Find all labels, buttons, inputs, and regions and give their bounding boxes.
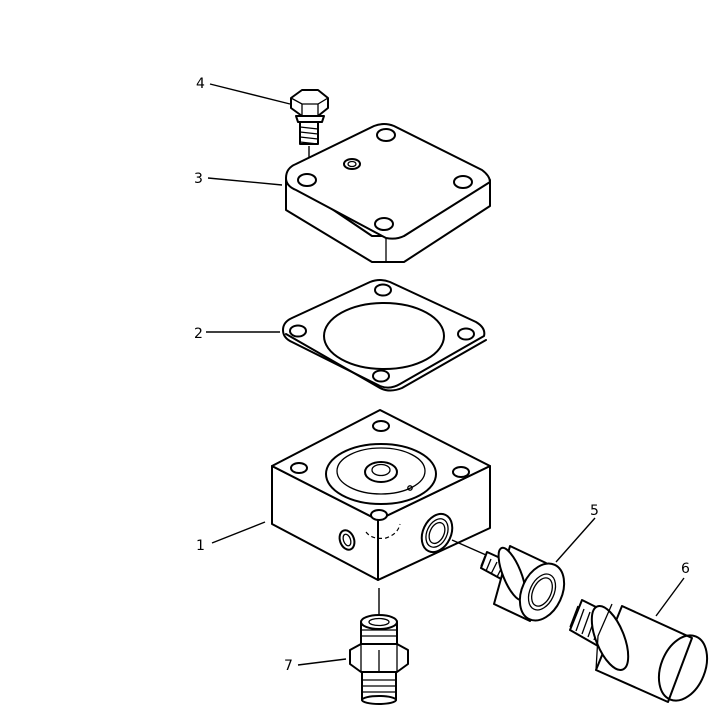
fitting5-axis-line: [451, 539, 487, 556]
callout-2: 2: [194, 326, 203, 342]
callout-6: 6: [681, 561, 690, 577]
leader-3: [207, 177, 283, 186]
nipple-part-7: [349, 614, 409, 705]
adapter-part-5: [480, 545, 566, 622]
leader-4: [209, 83, 291, 105]
callout-4: 4: [196, 76, 205, 92]
leader-7: [297, 658, 347, 666]
valve-body-part-1: [271, 409, 491, 581]
cover-plate-part-3: [285, 123, 491, 263]
gasket-part-2: [282, 279, 487, 392]
leader-1: [211, 521, 266, 544]
callout-1: 1: [196, 538, 205, 554]
cap-part-6: [569, 599, 709, 703]
callout-7: 7: [284, 658, 293, 674]
leader-5: [555, 517, 596, 563]
bolt-part-4: [290, 89, 329, 145]
leader-6: [655, 577, 685, 617]
callout-3: 3: [194, 171, 203, 187]
callout-5: 5: [590, 503, 599, 519]
